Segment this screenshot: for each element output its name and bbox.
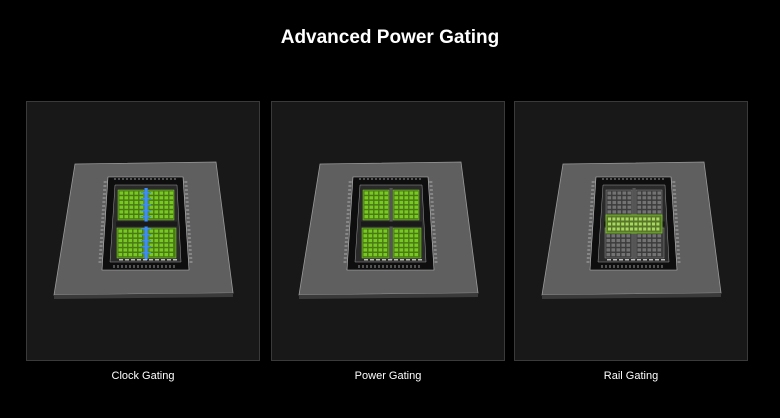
- clock-branches: [141, 192, 151, 254]
- compute-block: [362, 189, 390, 221]
- substrate-edge: [299, 293, 478, 299]
- pin-marks: [98, 178, 193, 268]
- panel-clock-gating: [26, 101, 260, 361]
- caption-clock-gating: Clock Gating: [111, 370, 175, 382]
- substrate-edge: [542, 293, 721, 299]
- io-bars: [364, 259, 422, 261]
- io-bars: [607, 259, 665, 261]
- compute-block: [361, 227, 390, 259]
- middle-band: [361, 221, 422, 227]
- pin-marks: [586, 178, 681, 268]
- rail-region-cells: [608, 217, 660, 231]
- compute-block: [392, 227, 422, 259]
- pin-marks: [343, 178, 438, 268]
- caption-power-gating: Power Gating: [354, 370, 422, 382]
- chip-illustration-rail-gating: [541, 161, 722, 299]
- substrate-edge: [54, 293, 233, 299]
- compute-block: [147, 227, 177, 259]
- chip-illustration-power-gating: [298, 161, 479, 299]
- compute-block: [147, 189, 175, 221]
- compute-block: [117, 189, 145, 221]
- caption-rail-gating: Rail Gating: [603, 370, 659, 382]
- io-bars: [119, 259, 177, 261]
- compute-block: [116, 227, 145, 259]
- compute-block: [392, 189, 420, 221]
- chip-illustration-clock-gating: [53, 161, 234, 299]
- panel-power-gating: [271, 101, 505, 361]
- middle-band: [116, 221, 177, 227]
- page-title: Advanced Power Gating: [280, 27, 500, 48]
- panel-rail-gating: [514, 101, 748, 361]
